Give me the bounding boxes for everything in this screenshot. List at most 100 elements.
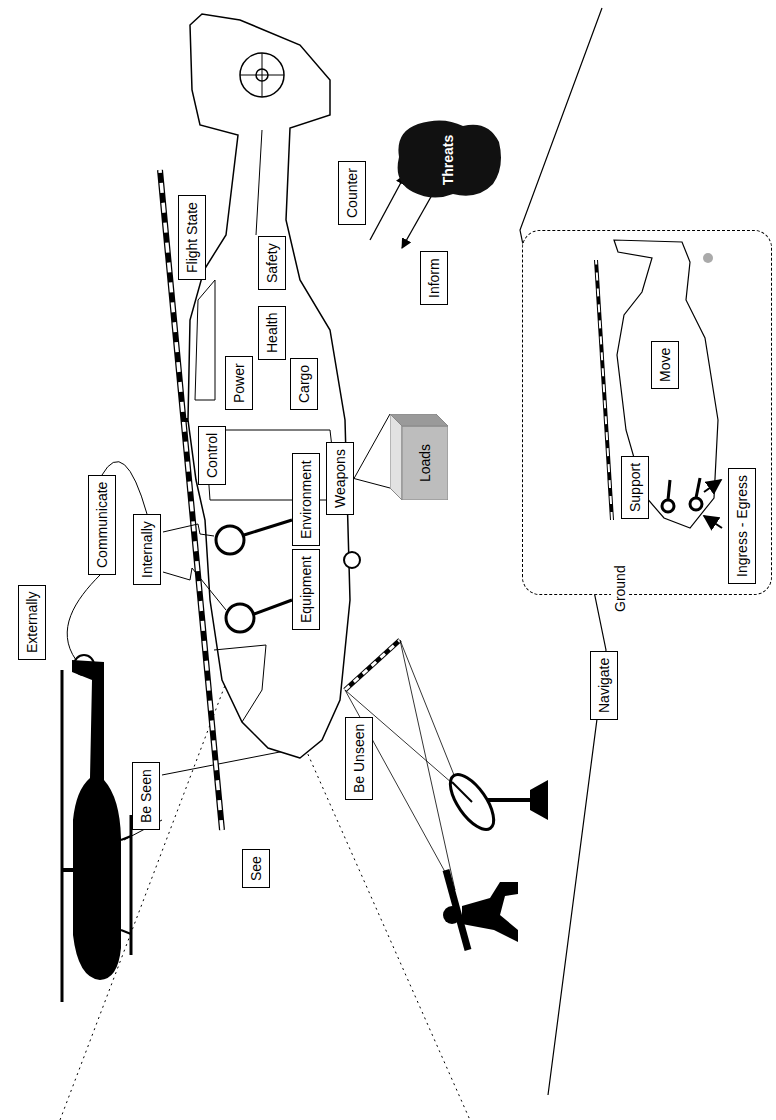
label-box: Weapons bbox=[326, 442, 354, 515]
external-helicopter bbox=[62, 655, 131, 1002]
crew-body bbox=[244, 520, 292, 535]
node-label: Flight State bbox=[184, 202, 200, 273]
node-label: Equipment bbox=[298, 556, 314, 623]
inform-arrow bbox=[402, 195, 432, 248]
rotor-blade bbox=[61, 670, 64, 1002]
intercom-bolt bbox=[163, 524, 214, 536]
label-box: Be Unseen bbox=[345, 717, 373, 800]
helicopter-outline bbox=[614, 240, 718, 528]
radar-base bbox=[530, 780, 548, 820]
rotor-blade-dash bbox=[596, 260, 612, 520]
rotor-blade bbox=[596, 260, 612, 520]
person-body bbox=[696, 478, 700, 498]
node-label: Inform bbox=[426, 258, 442, 298]
label-box: Move bbox=[651, 341, 679, 389]
label-box: Be Seen bbox=[132, 762, 160, 830]
sling-line bbox=[354, 414, 390, 488]
node-label: Counter bbox=[344, 168, 360, 218]
comm-link bbox=[67, 575, 100, 660]
radar-dish bbox=[442, 768, 502, 836]
detection-line bbox=[345, 690, 455, 890]
helicopter-silhouette bbox=[72, 660, 121, 980]
sight-line bbox=[60, 630, 246, 1120]
label-box: Internally bbox=[133, 514, 161, 585]
person-body bbox=[668, 480, 670, 500]
node-label: Navigate bbox=[596, 658, 612, 713]
detection-line bbox=[400, 640, 455, 890]
node-label: Support bbox=[627, 463, 643, 512]
load-front bbox=[402, 426, 448, 500]
label-box: Control bbox=[198, 426, 226, 485]
counter-arrow bbox=[370, 175, 405, 240]
crew-head bbox=[226, 604, 254, 632]
soldier-figure bbox=[443, 870, 518, 950]
intercom-bolt bbox=[163, 568, 226, 610]
radar-feed bbox=[452, 782, 472, 802]
label-box: Navigate bbox=[590, 651, 618, 720]
load-side bbox=[390, 414, 448, 426]
node-label: Move bbox=[657, 348, 673, 382]
node-label: Cargo bbox=[296, 365, 312, 403]
label-box: Cargo bbox=[290, 358, 318, 410]
crew-head bbox=[216, 526, 244, 554]
stealth-plane-dash bbox=[345, 640, 400, 690]
label-box: Externally bbox=[18, 585, 46, 660]
label-box: Communicate bbox=[88, 475, 116, 575]
fenestron bbox=[240, 53, 284, 97]
node-label: Be Unseen bbox=[351, 724, 367, 793]
node-label: Be Seen bbox=[138, 769, 154, 823]
grey-dot bbox=[703, 253, 713, 263]
load-box: Loads bbox=[390, 414, 448, 500]
region-heading: Ground bbox=[611, 561, 629, 616]
detection-line bbox=[400, 640, 460, 790]
label-box: Counter bbox=[338, 161, 366, 225]
load-top bbox=[390, 414, 402, 500]
node-label: Environment bbox=[298, 460, 314, 539]
soldier-body bbox=[462, 882, 518, 942]
crew-body bbox=[254, 600, 292, 614]
label-box: Flight State bbox=[178, 195, 206, 280]
engine-cowl bbox=[195, 280, 215, 400]
label-box: Health bbox=[258, 306, 286, 360]
node-label: Safety bbox=[264, 243, 280, 283]
node-label: Health bbox=[264, 313, 280, 353]
ingress-arrow bbox=[704, 516, 722, 528]
node-label: Ingress - Egress bbox=[734, 475, 750, 577]
launcher bbox=[446, 870, 468, 950]
skid-strut bbox=[121, 930, 131, 934]
egress-arrow bbox=[704, 480, 721, 492]
node-label: Externally bbox=[24, 592, 40, 653]
visibility-line bbox=[162, 750, 290, 775]
node-label: Internally bbox=[139, 521, 155, 578]
label-box: Inform bbox=[420, 251, 448, 305]
helicopter-body bbox=[188, 14, 350, 758]
label-box: Environment bbox=[292, 453, 320, 546]
ground-region: GroundSupportMoveIngress - Egress bbox=[522, 230, 772, 595]
ground-fill bbox=[522, 230, 772, 595]
node-label: See bbox=[248, 856, 264, 881]
main-helicopter bbox=[160, 14, 360, 830]
label-box: Safety bbox=[258, 236, 286, 290]
windscreen bbox=[214, 645, 266, 722]
label-box: Power bbox=[225, 356, 253, 410]
tail-rotor bbox=[74, 655, 94, 675]
node-label: Weapons bbox=[332, 449, 348, 508]
node-label: Threats bbox=[393, 118, 457, 202]
node-label: Communicate bbox=[94, 482, 110, 568]
node-label: Control bbox=[204, 433, 220, 478]
node-label: Power bbox=[231, 363, 247, 403]
label-box: Ingress - Egress bbox=[728, 468, 756, 584]
radar-figure bbox=[442, 768, 548, 836]
rotor-mast bbox=[62, 868, 74, 872]
wheel bbox=[344, 552, 360, 568]
ground-helicopter bbox=[596, 240, 722, 528]
label-box: Equipment bbox=[292, 549, 320, 630]
node-label: Loads bbox=[402, 426, 448, 500]
tail-boom-line bbox=[256, 130, 262, 235]
label-box: Support bbox=[621, 456, 649, 519]
label-box: See bbox=[242, 849, 270, 888]
stealth-plane bbox=[345, 640, 400, 690]
